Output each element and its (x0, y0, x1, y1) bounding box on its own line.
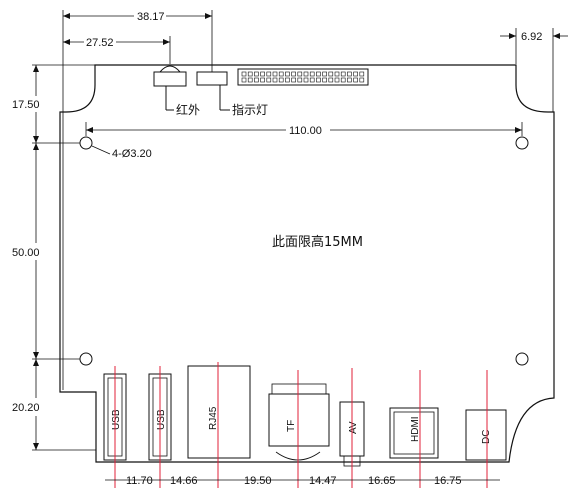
header-pin (254, 71, 259, 77)
header-pin (359, 71, 365, 77)
header-pin (328, 77, 334, 83)
header-pin (247, 77, 253, 83)
header-pin (322, 71, 327, 77)
header-pin (241, 71, 247, 77)
mount-hole (515, 136, 529, 150)
header-pin (316, 77, 321, 83)
header-pin (297, 77, 303, 83)
header-pin (285, 71, 290, 77)
header-pin (359, 77, 365, 83)
header-pin (278, 71, 284, 77)
centerlines (114, 362, 488, 488)
dim-bottom-2: 14.66 (170, 475, 198, 487)
header-pin (309, 77, 315, 83)
connector-label: TF (286, 420, 297, 432)
header-pin (316, 71, 321, 77)
dim-38-17: 38.17 (137, 11, 165, 23)
dim-20-20: 20.20 (12, 402, 40, 414)
header-pin (291, 71, 296, 77)
header-pin (303, 77, 309, 83)
header-pin (347, 71, 352, 77)
header-pin (334, 77, 340, 83)
header-pin (303, 71, 309, 77)
dim-bottom-1: 11.70 (126, 475, 153, 487)
dim-27-52: 27.52 (86, 37, 114, 49)
header-pin (285, 77, 290, 83)
connector-label: RJ45 (208, 406, 219, 430)
dim-indicator-offset: 38.17 (62, 10, 213, 390)
mount-hole (515, 352, 529, 366)
header-pin (353, 71, 358, 77)
rj45-connector: RJ45 (187, 365, 251, 459)
dim-right-inset: 6.92 (500, 28, 568, 112)
ir-label: 红外 (176, 102, 200, 117)
header-pin (322, 77, 327, 83)
header-pin (266, 71, 272, 77)
dim-bottom-6: 16.75 (434, 475, 462, 487)
dim-hole-span: 110.00 (85, 122, 523, 137)
dim-17-50: 17.50 (12, 99, 40, 111)
dim-6-92: 6.92 (521, 31, 542, 43)
header-pin (328, 71, 334, 77)
header-pin (340, 71, 346, 77)
header-pin (291, 77, 296, 83)
dim-50-00: 50.00 (12, 247, 40, 259)
header-pin (272, 77, 278, 83)
header-pin (353, 77, 358, 83)
dim-left: 17.50 50.00 20.20 (12, 64, 96, 451)
hdmi-connector: HDMI (389, 407, 439, 459)
hole-callout: 4-Ø3.20 (112, 148, 152, 160)
header-pin (340, 77, 346, 83)
dc-jack: DC (465, 409, 507, 461)
header-pin (297, 71, 303, 77)
dim-ir-offset: 27.52 (63, 36, 171, 64)
connector-label: USB (111, 409, 122, 430)
header-pin (247, 71, 253, 77)
dim-110-00: 110.00 (289, 125, 322, 137)
header-pin (347, 77, 352, 83)
indicator-label: 指示灯 (232, 102, 268, 117)
ir-receiver (153, 65, 187, 111)
height-note: 此面限高15MM (272, 234, 363, 250)
pin-header (237, 68, 369, 86)
header-pin (278, 77, 284, 83)
mount-hole (79, 136, 93, 150)
mount-hole (79, 352, 93, 366)
header-pin (254, 77, 259, 83)
connector-label: HDMI (410, 416, 421, 442)
header-pin (309, 71, 315, 77)
header-pin (272, 71, 278, 77)
header-pin (334, 71, 340, 77)
connector-label: USB (156, 409, 167, 430)
tf-card-slot: TF (268, 383, 330, 461)
dim-bottom-3: 19.50 (244, 475, 272, 487)
header-pin (266, 77, 272, 83)
header-pin (241, 77, 247, 83)
board-outline (59, 64, 555, 463)
dim-bottom: 11.70 14.66 19.50 14.47 16.65 16.75 (126, 475, 462, 487)
header-pin (260, 77, 265, 83)
dim-bottom-4: 14.47 (309, 475, 337, 487)
connector-label: AV (348, 421, 359, 434)
indicator-led (196, 71, 230, 111)
dim-bottom-5: 16.65 (368, 475, 396, 487)
header-pin (260, 71, 265, 77)
